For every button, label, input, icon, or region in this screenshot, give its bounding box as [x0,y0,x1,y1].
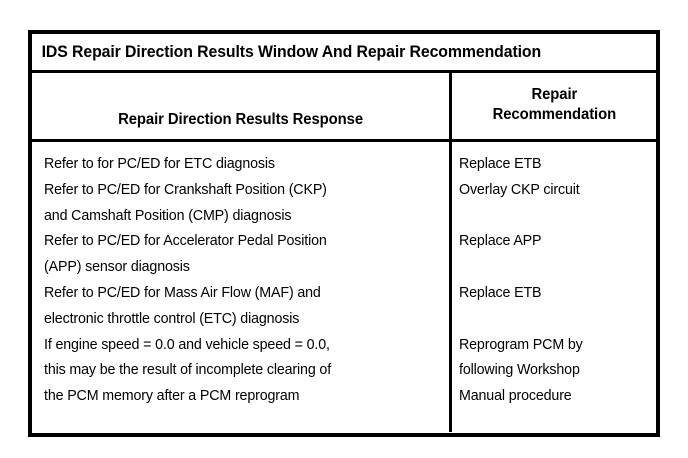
response-line: If engine speed = 0.0 and vehicle speed … [44,335,330,353]
response-line: Refer to PC/ED for Accelerator Pedal Pos… [44,232,327,250]
recommendation-line: Manual procedure [459,387,572,405]
body-cell-response: Refer to for PC/ED for ETC diagnosis Ref… [32,142,452,432]
header-label-recommendation-line1: Repair [531,86,577,103]
header-label-response: Repair Direction Results Response [118,111,363,128]
response-line: electronic throttle control (ETC) diagno… [44,309,300,327]
table-title-row: IDS Repair Direction Results Window And … [32,34,656,73]
recommendation-line: following Workshop [459,361,580,379]
table-body-row: Refer to for PC/ED for ETC diagnosis Ref… [32,142,656,432]
response-line: the PCM memory after a PCM reprogram [44,387,300,405]
recommendation-line-spacer [459,254,646,280]
header-cell-recommendation: Repair Recommendation [452,73,656,139]
header-cell-response: Repair Direction Results Response [32,73,452,139]
header-label-recommendation: Repair Recommendation [492,85,616,127]
recommendation-line: Reprogram PCM by [459,335,583,353]
table-header-row: Repair Direction Results Response Repair… [32,73,656,142]
response-line: Refer to PC/ED for Mass Air Flow (MAF) a… [44,283,321,301]
response-line: Refer to PC/ED for Crankshaft Position (… [44,180,327,198]
recommendation-line: Replace ETB [459,155,542,172]
header-label-recommendation-line2: Recommendation [492,106,616,123]
table-title: IDS Repair Direction Results Window And … [41,42,542,61]
recommendation-line: Replace ETB [459,283,542,301]
recommendation-line: Overlay CKP circuit [459,180,580,198]
response-line: and Camshaft Position (CMP) diagnosis [44,206,292,224]
recommendation-line-spacer [459,203,646,229]
repair-direction-table: IDS Repair Direction Results Window And … [28,30,660,437]
recommendation-line-spacer [459,306,646,332]
response-line: Refer to for PC/ED for ETC diagnosis [44,155,275,172]
body-cell-recommendation: Replace ETB Overlay CKP circuit Replace … [452,142,656,432]
response-line: (APP) sensor diagnosis [44,258,190,276]
response-line: this may be the result of incomplete cle… [44,361,332,379]
recommendation-line: Replace APP [459,232,542,250]
